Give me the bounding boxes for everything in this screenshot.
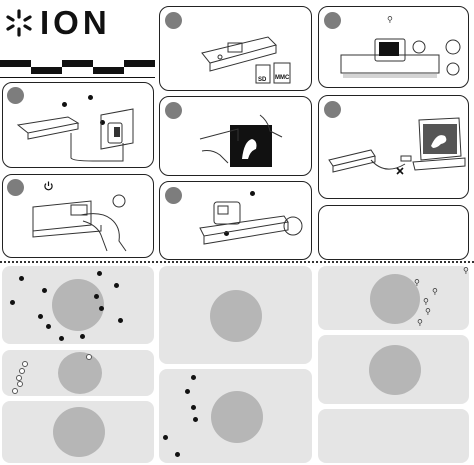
laptop-usb-illustration bbox=[328, 117, 466, 175]
panel-step-2 bbox=[2, 174, 154, 258]
step-badge bbox=[165, 187, 182, 204]
sd-card-label: SD bbox=[258, 77, 267, 83]
step-badge bbox=[7, 179, 24, 196]
image-placeholder bbox=[210, 290, 262, 342]
step-badge bbox=[324, 12, 341, 29]
step-badge bbox=[7, 87, 24, 104]
bullet bbox=[42, 288, 47, 293]
scanner-sd-slot-illustration bbox=[201, 36, 291, 84]
outline-bullet bbox=[12, 388, 18, 394]
panel-step-5 bbox=[159, 181, 312, 260]
bullet bbox=[191, 375, 196, 380]
bullet bbox=[185, 389, 190, 394]
bullet bbox=[250, 191, 255, 196]
panel-step-7 bbox=[318, 95, 469, 199]
info-panel-7 bbox=[318, 335, 469, 404]
bullet bbox=[10, 300, 15, 305]
bullet bbox=[193, 417, 198, 422]
image-placeholder bbox=[369, 345, 421, 395]
logo-text: ION bbox=[40, 4, 111, 41]
scanner-screen-illustration bbox=[340, 38, 461, 78]
magnifier-icon: ⚲ bbox=[417, 318, 423, 327]
bullet bbox=[100, 120, 105, 125]
panel-step-1 bbox=[2, 82, 154, 168]
outline-bullet bbox=[19, 368, 25, 374]
bullet bbox=[224, 231, 229, 236]
magnifier-icon: ⚲ bbox=[425, 307, 431, 316]
outline-bullet bbox=[17, 381, 23, 387]
step-badge bbox=[324, 101, 341, 118]
magnifier-icon: ⚲ bbox=[423, 297, 429, 306]
outline-bullet bbox=[22, 361, 28, 367]
step-badge bbox=[165, 12, 182, 29]
dotted-divider bbox=[0, 261, 474, 263]
info-panel-8 bbox=[318, 409, 469, 463]
brand-logo: ION bbox=[4, 6, 132, 40]
bullet bbox=[118, 318, 123, 323]
panel-step-3: SD MMC bbox=[159, 6, 312, 91]
info-panel-6: ⚲ ⚲ ⚲ ⚲ ⚲ ⚲ bbox=[318, 266, 469, 330]
outline-bullet bbox=[86, 354, 92, 360]
magnifier-icon: ⚲ bbox=[387, 15, 393, 24]
panel-step-8 bbox=[318, 205, 469, 260]
checker-bar bbox=[0, 60, 155, 74]
hands-scanning-photo-illustration bbox=[199, 114, 283, 167]
bullet bbox=[38, 314, 43, 319]
info-panel-2 bbox=[2, 350, 154, 396]
bullet bbox=[99, 306, 104, 311]
magnifier-icon: ⚲ bbox=[414, 278, 420, 287]
bullet bbox=[114, 283, 119, 288]
panel-step-4 bbox=[159, 96, 312, 176]
mmc-card-label: MMC bbox=[275, 75, 290, 81]
bullet bbox=[19, 276, 24, 281]
step-badge bbox=[165, 102, 182, 119]
magnifier-icon: ⚲ bbox=[432, 287, 438, 296]
header-rule bbox=[0, 77, 155, 78]
ion-star-logo-icon bbox=[6, 9, 32, 37]
image-placeholder bbox=[53, 407, 105, 457]
bullet bbox=[163, 435, 168, 440]
bullet bbox=[191, 405, 196, 410]
image-placeholder bbox=[211, 391, 263, 443]
image-placeholder bbox=[52, 279, 104, 331]
info-panel-1 bbox=[2, 266, 154, 344]
bullet bbox=[175, 452, 180, 457]
hand-pressing-power-illustration bbox=[32, 194, 127, 252]
bullet bbox=[94, 294, 99, 299]
bullet bbox=[46, 324, 51, 329]
info-panel-3 bbox=[2, 401, 154, 463]
power-icon bbox=[44, 181, 53, 191]
info-panel-4 bbox=[159, 266, 312, 364]
image-placeholder bbox=[58, 352, 102, 394]
outline-bullet bbox=[16, 375, 22, 381]
panel-step-6: ⚲ bbox=[318, 6, 469, 88]
bullet bbox=[62, 102, 67, 107]
bullet bbox=[88, 95, 93, 100]
scanner-front-view-illustration bbox=[199, 201, 303, 245]
scanner-usb-adapter-illustration bbox=[16, 108, 134, 162]
bullet bbox=[97, 271, 102, 276]
bullet bbox=[59, 336, 64, 341]
bullet bbox=[80, 334, 85, 339]
info-panel-5 bbox=[159, 369, 312, 463]
image-placeholder bbox=[370, 274, 420, 324]
magnifier-icon: ⚲ bbox=[463, 266, 469, 275]
